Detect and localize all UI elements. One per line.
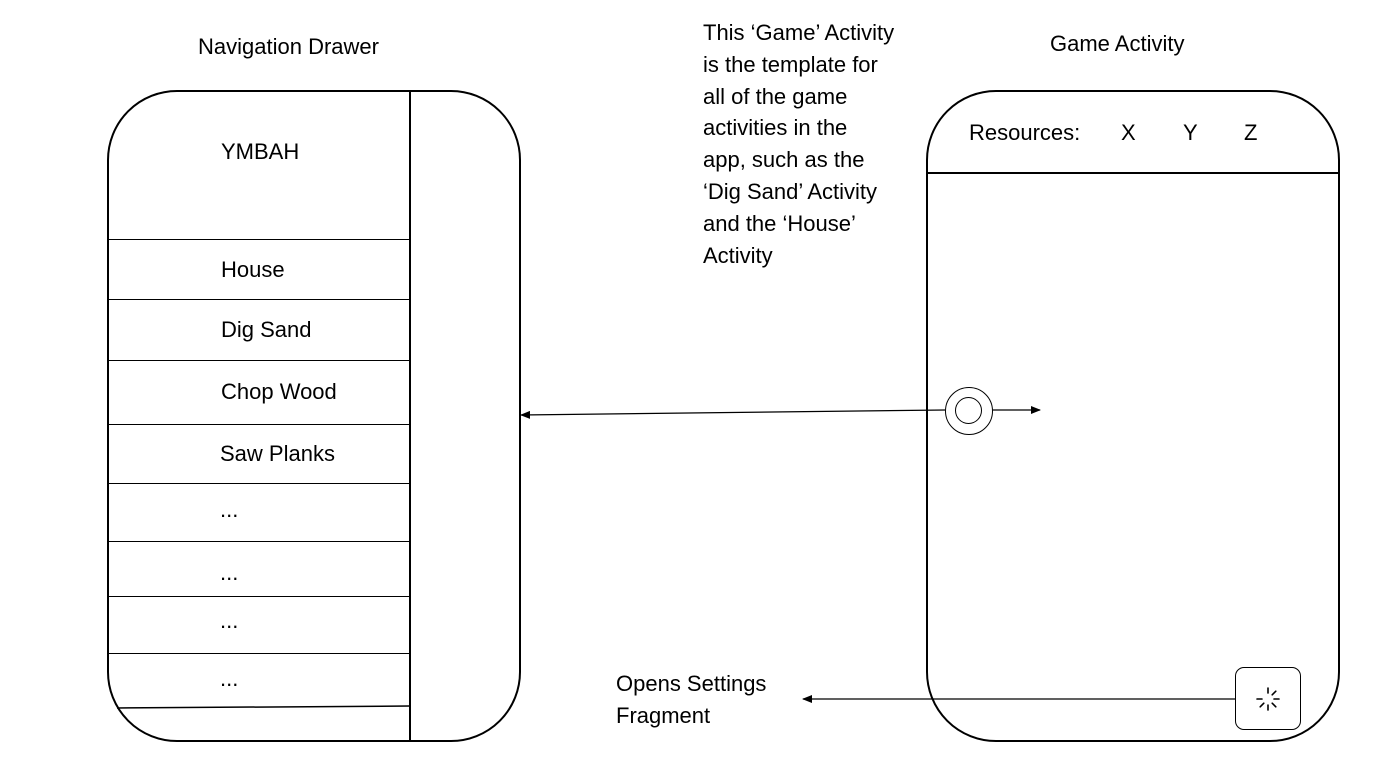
drawer-item-dig-sand[interactable]: Dig Sand: [108, 299, 410, 360]
drawer-item-more[interactable]: ...: [108, 541, 410, 596]
resource-y: Y: [1183, 120, 1198, 145]
settings-note: Opens Settings Fragment: [616, 671, 767, 728]
drawer-header-title: YMBAH: [221, 139, 300, 164]
resource-x: X: [1121, 120, 1136, 145]
drawer-phone-frame: [107, 90, 521, 742]
drawer-item-more[interactable]: ...: [108, 596, 410, 653]
drawer-item-saw-planks[interactable]: Saw Planks: [108, 424, 410, 483]
drawer-item-label: Saw Planks: [220, 441, 335, 466]
resources-bar-divider: [927, 172, 1339, 174]
drawer-item-more[interactable]: ...: [108, 483, 410, 541]
game-phone-frame: [926, 90, 1340, 742]
loading-spinner-icon: [1256, 686, 1280, 711]
game-activity-title: Game Activity: [1050, 31, 1185, 56]
template-note: This ‘Game’ Activity is the template for…: [703, 20, 895, 268]
drawer-item-label: ...: [220, 497, 239, 522]
drawer-item-label: Chop Wood: [221, 379, 337, 404]
drawer-item-label: ...: [220, 608, 239, 633]
open-drawer-arrow: [520, 409, 946, 419]
double-circle-icon[interactable]: [945, 387, 993, 435]
drawer-title: Navigation Drawer: [198, 34, 379, 59]
drawer-item-label: House: [221, 257, 285, 282]
drawer-item-label: ...: [220, 666, 239, 691]
resources-label: Resources:: [969, 120, 1081, 145]
drawer-item-label: Dig Sand: [221, 317, 312, 342]
resource-z: Z: [1244, 120, 1258, 145]
drawer-item-house[interactable]: House: [108, 239, 410, 299]
drawer-item-label: ...: [220, 560, 239, 585]
settings-button[interactable]: [1235, 667, 1301, 730]
drawer-item-chop-wood[interactable]: Chop Wood: [108, 360, 410, 424]
drawer-divider: [409, 91, 411, 741]
drawer-item-more[interactable]: ...: [108, 653, 410, 707]
inner-circle: [955, 397, 982, 424]
